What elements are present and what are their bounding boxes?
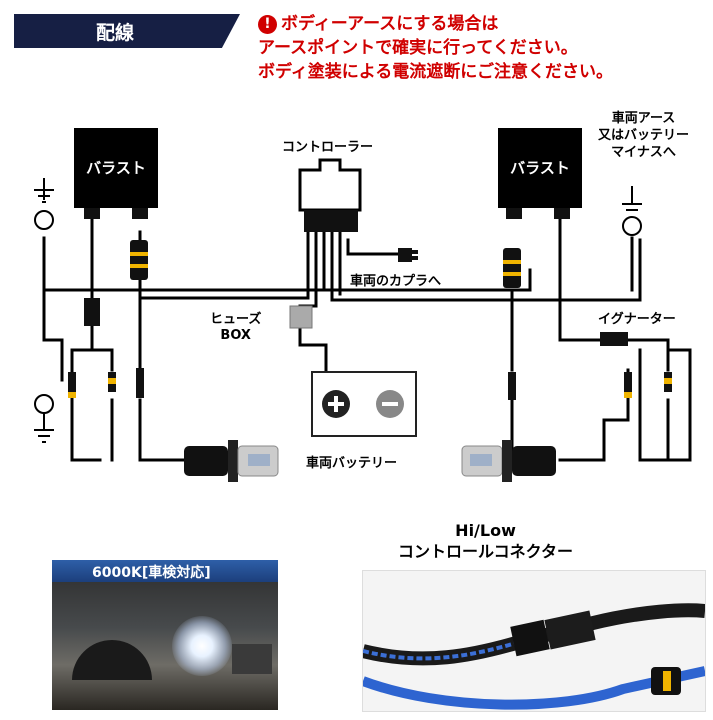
warning-line-2: アースポイントで確実に行ってください。 bbox=[258, 38, 578, 58]
wire-ctrl-4 bbox=[330, 228, 642, 302]
wire-fuse-battery bbox=[298, 318, 328, 372]
headlight-glow bbox=[172, 616, 232, 676]
caption-bar bbox=[52, 560, 278, 582]
igniter-label: イグナーター bbox=[598, 312, 676, 327]
wire-ctrl-1 bbox=[138, 228, 310, 300]
hid-bulb-left bbox=[184, 440, 279, 482]
wire-ballast-right-g bbox=[558, 368, 630, 462]
hid-bulb-right bbox=[461, 440, 556, 482]
fuse-box-label: ヒューズ BOX bbox=[210, 312, 262, 343]
ground-terminal-bottom-left bbox=[34, 394, 54, 414]
connector-photo bbox=[362, 570, 706, 712]
battery-label: 車両バッテリー bbox=[306, 456, 398, 471]
ballast-left: バラスト bbox=[74, 128, 158, 208]
controller-unit bbox=[298, 158, 362, 232]
ground-terminal-top-left bbox=[34, 210, 54, 230]
warning-line-3: ボディ塗装による電流遮断にご注意ください。 bbox=[258, 62, 613, 82]
ballast-right: バラスト bbox=[498, 128, 582, 208]
wire-ballast-right-c bbox=[558, 213, 610, 342]
wire-ballast-right-d bbox=[626, 338, 670, 372]
exclamation-circle-icon: ! bbox=[258, 15, 277, 34]
ground-terminal-right bbox=[622, 216, 642, 236]
wire-ballast-left-c bbox=[90, 348, 114, 372]
vehicle-ground-label: 車両アース 又はバッテリー マイナスへ bbox=[598, 111, 690, 160]
headlight-photo: 6000K[車検対応] bbox=[52, 560, 278, 710]
vehicle-battery bbox=[311, 371, 417, 437]
wire-ballast-left-f bbox=[138, 398, 194, 462]
wire-coupler bbox=[346, 238, 400, 256]
wire-left-sw bbox=[42, 338, 64, 382]
photo-caption: 6000K[車検対応] bbox=[92, 565, 211, 581]
wiring-diagram bbox=[34, 158, 692, 482]
wire-left-ground bbox=[42, 236, 532, 292]
grille bbox=[232, 644, 272, 674]
section-title: 配線 bbox=[96, 22, 135, 44]
coupler-label: 車両のカプラへ bbox=[350, 274, 442, 289]
section-header: 配線 bbox=[14, 14, 240, 48]
controller-label: コントローラー bbox=[282, 140, 374, 155]
wire-ballast-right-e bbox=[638, 348, 692, 462]
warning-note: !ボディーアースにする場合は アースポイントで確実に行ってください。 ボディ塗装… bbox=[258, 12, 613, 84]
wire-ballast-left-b bbox=[70, 323, 102, 462]
wheel bbox=[72, 640, 152, 680]
warning-line-1: ボディーアースにする場合は bbox=[281, 14, 499, 34]
connector-title: Hi/Low コントロールコネクター bbox=[398, 521, 574, 561]
connector-drawing bbox=[363, 603, 705, 710]
